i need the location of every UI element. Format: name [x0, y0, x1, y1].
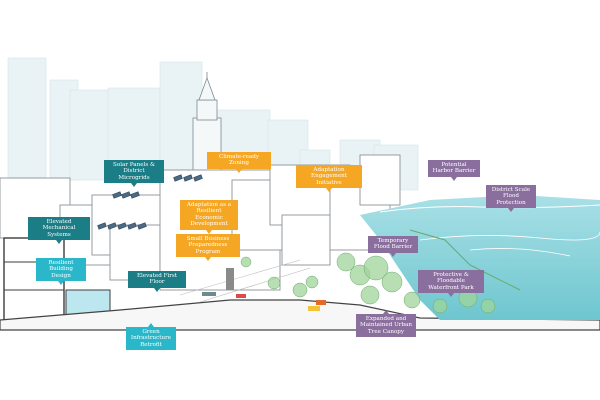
callout-solar-panels: Solar Panels & District Microgrids	[104, 160, 164, 188]
callout-elevated-first-floor: Elevated First Floor	[128, 271, 186, 292]
callout-adaptation-business: Adaptation as a Resilient Economic Devel…	[180, 200, 238, 234]
trees	[240, 252, 496, 314]
street-section	[0, 259, 600, 331]
callout-green-infrastructure: Green Infrastructure Retrofit	[126, 322, 176, 351]
callout-climate-zoning: Climate-ready Zoning	[207, 152, 271, 173]
callout-protective-waterfront: Protective & Floodable Waterfront Park	[418, 270, 484, 298]
callout-urban-tree-canopy: Expanded and Maintained Urban Tree Canop…	[356, 309, 416, 338]
street-details	[202, 292, 326, 311]
callout-temporary-flood-barrier: Temporary Flood Barrier	[368, 236, 418, 257]
waterfront-park	[409, 229, 521, 291]
solar-panels	[97, 174, 203, 230]
callout-resilient-building: Resilient Building Design	[36, 258, 86, 286]
callout-potential-harbor-barrier: Potential Harbor Barrier	[428, 160, 480, 181]
harbor-water	[360, 195, 600, 320]
callout-district-flood-protection: District Scale Flood Protection	[486, 185, 536, 213]
callout-elevated-mechanical: Elevated Mechanical Systems	[28, 217, 90, 245]
callout-small-business: Small Business Preparedness Program	[176, 234, 240, 262]
callout-adaptation-engagement: Adaptation Engagement Initiative	[296, 165, 362, 193]
